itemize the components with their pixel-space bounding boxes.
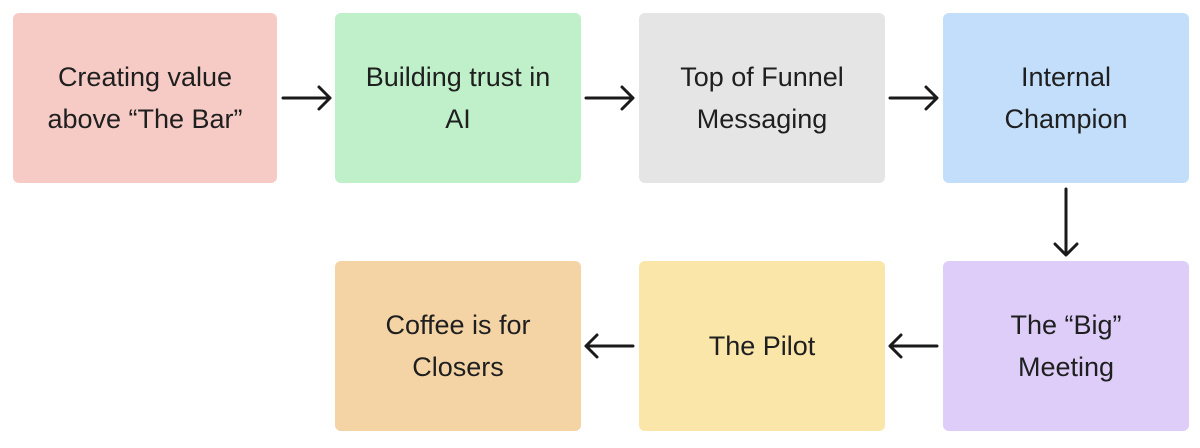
node-coffee-closers: Coffee is for Closers — [335, 261, 581, 431]
arrow-n6-n7 — [584, 333, 635, 359]
arrow-n1-n2 — [281, 85, 332, 111]
node-internal-champion: Internal Champion — [943, 13, 1189, 183]
arrow-n5-n6 — [888, 333, 939, 359]
arrow-n2-n3 — [584, 85, 635, 111]
node-label: The “Big” Meeting — [1010, 310, 1122, 382]
node-label: Building trust in AI — [365, 62, 551, 134]
node-big-meeting: The “Big” Meeting — [943, 261, 1189, 431]
node-label: Coffee is for Closers — [385, 310, 531, 382]
node-label: Internal Champion — [1004, 62, 1128, 134]
node-label: Creating value above “The Bar” — [47, 62, 243, 134]
node-building-trust: Building trust in AI — [335, 13, 581, 183]
arrow-n3-n4 — [888, 85, 939, 111]
node-label: Top of Funnel Messaging — [680, 62, 844, 134]
node-creating-value: Creating value above “The Bar” — [13, 13, 277, 183]
arrow-n4-n5 — [1053, 187, 1079, 257]
node-label: The Pilot — [708, 331, 816, 361]
node-the-pilot: The Pilot — [639, 261, 885, 431]
node-top-of-funnel: Top of Funnel Messaging — [639, 13, 885, 183]
